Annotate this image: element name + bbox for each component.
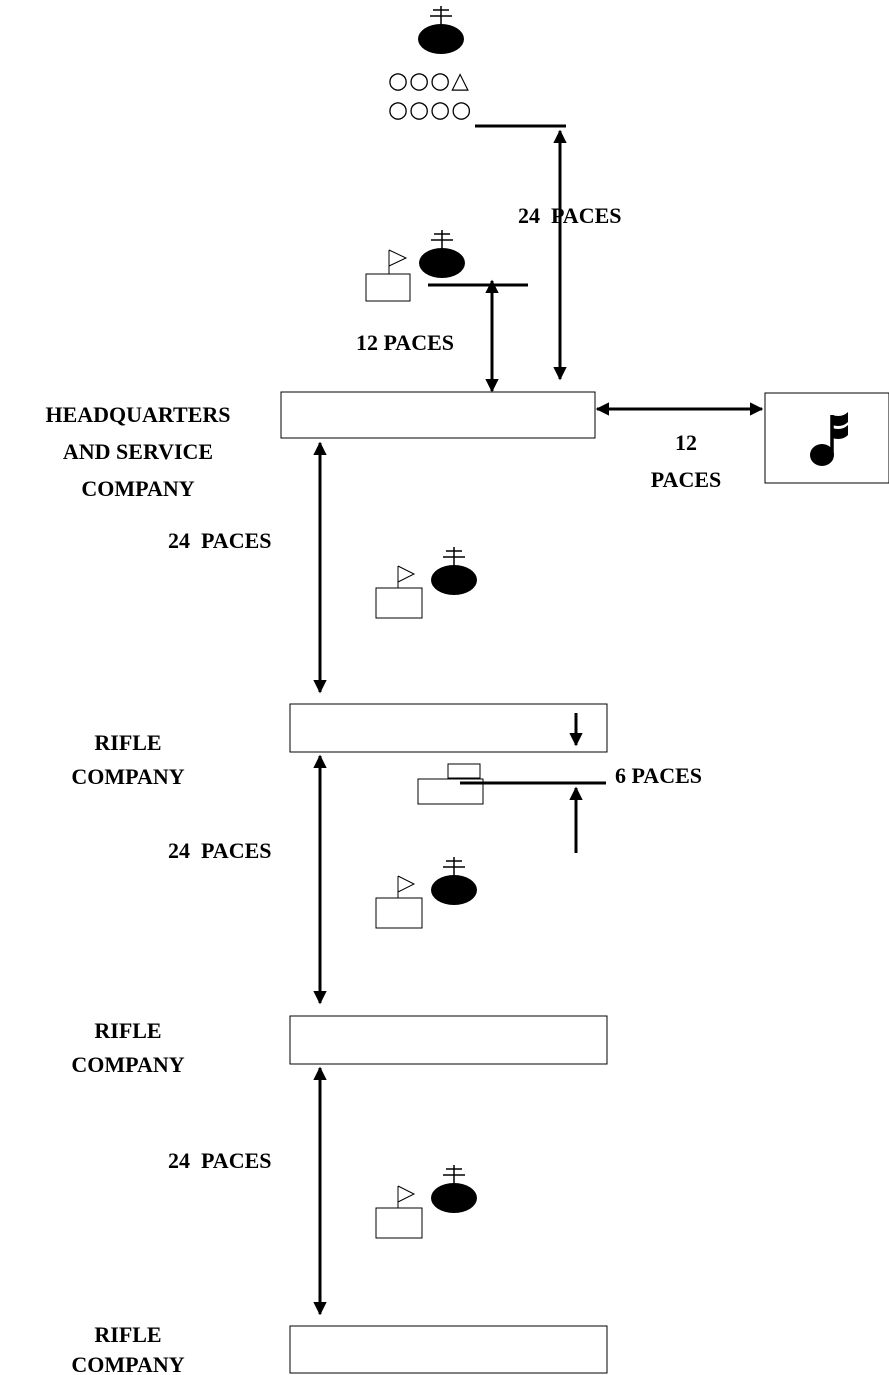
rifle1-commander-symbol <box>430 546 478 596</box>
rifle1-commander-guidon-icon <box>375 565 423 619</box>
staff-row-1: ○○○△ <box>388 68 470 94</box>
svg-text:RIFLE: RIFLE <box>94 1322 161 1347</box>
hq-company-box <box>280 391 596 439</box>
svg-text:PACES: PACES <box>651 467 722 492</box>
staff-row-2: ○○○○ <box>388 97 472 123</box>
staff-to-hq-label: 24 PACES <box>518 203 622 228</box>
rifle3-company-label: RIFLE COMPANY <box>71 1322 184 1375</box>
commander-to-hq-label: 12 PACES <box>356 330 454 355</box>
musical-note-icon <box>810 412 848 466</box>
hq-to-band-label: 12 PACES <box>651 430 722 492</box>
hq-commander-symbol <box>418 229 466 279</box>
rifle2-company-label: RIFLE COMPANY <box>71 1018 184 1077</box>
rifle1-to-rifle2-label: 24 PACES <box>168 838 272 863</box>
svg-text:COMPANY: COMPANY <box>71 1052 184 1077</box>
svg-text:COMPANY: COMPANY <box>71 764 184 789</box>
rifle3-commander-symbol <box>430 1164 478 1214</box>
rifle3-company-box <box>289 1325 608 1374</box>
rifle2-commander-symbol <box>430 856 478 906</box>
svg-text:RIFLE: RIFLE <box>94 1018 161 1043</box>
svg-text:12: 12 <box>675 430 697 455</box>
svg-text:RIFLE: RIFLE <box>94 730 161 755</box>
rifle1-company-label: RIFLE COMPANY <box>71 730 184 789</box>
rifle2-to-rifle3-label: 24 PACES <box>168 1148 272 1173</box>
svg-text:HEADQUARTERS: HEADQUARTERS <box>45 402 230 427</box>
rifle3-commander-guidon-icon <box>375 1185 423 1239</box>
hq-to-rifle1-label: 24 PACES <box>168 528 272 553</box>
rifle2-company-box <box>289 1015 608 1065</box>
svg-text:AND SERVICE: AND SERVICE <box>63 439 213 464</box>
svg-text:COMPANY: COMPANY <box>81 476 194 501</box>
rifle1-company-box <box>289 703 608 753</box>
hq-commander-guidon-icon <box>365 249 411 302</box>
staff-commander-symbol <box>417 5 465 55</box>
rifle2-commander-guidon-icon <box>375 875 423 929</box>
guidon-offset-label: 6 PACES <box>615 763 702 788</box>
hq-company-label: HEADQUARTERS AND SERVICE COMPANY <box>45 402 230 501</box>
svg-text:COMPANY: COMPANY <box>71 1352 184 1375</box>
band-box <box>764 392 889 484</box>
